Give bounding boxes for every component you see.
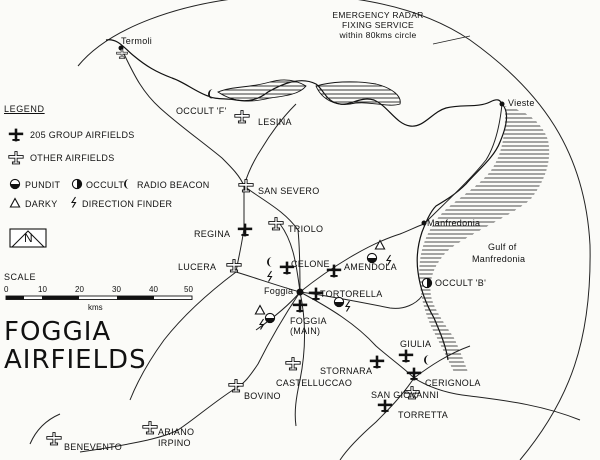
airfield-lucera: LUCERA [178,262,217,272]
road-network [29,49,581,460]
giulia-plane-icon [398,349,414,363]
legend-darky: DARKY [25,199,58,209]
occult-f-label: OCCULT 'F' [176,106,227,116]
radar-note: EMERGENCY RADAR FIXING SERVICE within 80… [318,10,438,40]
scale-unit: kms [88,303,103,312]
celone-direction-finder-icon [267,270,273,282]
lesina-lagoon [217,79,307,102]
legend-radio-beacon-icon [124,179,129,189]
legend-pundit-icon [9,178,21,190]
lucera-plane-icon [226,259,242,273]
triolo-plane-icon [268,217,284,231]
scale-tick-30: 30 [112,285,121,294]
north-arrow-box [9,228,47,248]
ariano-irpino-plane-icon [142,421,158,435]
airfield-foggia-main-line-2: (MAIN) [290,326,321,336]
castelluccao-plane-icon [285,357,301,371]
scale-tick-40: 40 [149,285,158,294]
radar-circle [77,0,591,460]
scale-label: SCALE [4,272,37,282]
airfield-san-giovanni: SAN GIOVANNI [371,390,439,400]
amendola-darky-icon [374,239,386,250]
airfield-celone: CELONE [291,259,330,269]
san-severo-plane-icon [238,179,254,193]
place-manfredonia: Manfredonia [427,218,481,228]
place-gulf-line-2: Manfredonia [472,254,526,264]
airfield-bovino: BOVINO [244,391,281,401]
airfield-foggia-main-line-1: FOGGIA [290,316,327,326]
airfield-tortorella: TORTORELLA [320,289,383,299]
place-termoli: Termoli [121,36,153,46]
north-letter: N [24,231,33,245]
airfield-cerignola: CERIGNOLA [425,378,481,388]
varano-lagoon [315,81,401,106]
scale-bar [5,295,193,300]
airfield-giulia: GIULIA [400,339,432,349]
airfield-triolo: TRIOLO [288,224,324,234]
airfield-ariano-irpino-line-2: IRPINO [158,438,191,448]
celone-radio-beacon-icon [267,257,272,267]
place-vieste: Vieste [508,98,535,108]
legend-direction-finder-icon [71,196,77,208]
vieste-dot [499,101,505,107]
foggia-darky-icon [254,304,266,315]
airfield-castelluccao: CASTELLUCCAO [276,378,353,388]
tortorella-direction-finder-icon [345,300,351,312]
place-foggia: Foggia [264,286,294,296]
map-title-line-1: FOGGIA [4,317,112,347]
legend-darky-icon [9,197,21,208]
legend-occult: OCCULT [86,180,125,190]
legend-direction-finder: DIRECTION FINDER [82,199,173,209]
giulia-radio-beacon-icon [424,355,429,365]
airfield-ariano-irpino-line-1: ARIANO [158,427,195,437]
scale-tick-10: 10 [38,285,47,294]
foggia-pundit-icon [264,312,276,324]
manfredonia-dot [421,220,427,226]
occult-b-occult-icon [421,277,433,289]
airfield-lesina: LESINA [258,117,292,127]
bovino-plane-icon [228,379,244,393]
legend-other-airfield-plane-icon [8,151,24,165]
legend-radio-beacon: RADIO BEACON [137,180,210,190]
airfield-stornara: STORNARA [320,366,373,376]
airfield-torretta: TORRETTA [398,410,449,420]
benevento-plane-icon [46,432,62,446]
foggia-dot [296,288,304,296]
scale-tick-20: 20 [75,285,84,294]
foggia-main-plane-icon [292,299,308,313]
legend-205-group: 205 GROUP AIRFIELDS [30,130,135,140]
lesina-plane-icon [234,110,250,124]
legend-205-group-plane-icon [8,128,24,142]
legend-occult-icon [71,178,83,190]
map-title-line-2: AIRFIELDS [4,345,147,375]
gargano-sea-hatch [419,106,550,372]
airfield-amendola: AMENDOLA [344,262,397,272]
occult-b-label: OCCULT 'B' [435,278,487,288]
radar-note-line-3: within 80kms circle [339,30,417,40]
radar-note-pointer [432,35,471,45]
cerignola-plane-icon [406,367,422,381]
legend-other-airfields: OTHER AIRFIELDS [30,153,115,163]
regina-plane-icon [237,223,253,237]
foggia-direction-finder-icon [259,318,265,330]
airfield-benevento: BENEVENTO [64,442,123,452]
airfield-regina: REGINA [194,229,231,239]
radar-note-line-1: EMERGENCY RADAR [332,10,424,20]
scale-tick-50: 50 [184,285,193,294]
legend-pundit: PUNDIT [25,180,61,190]
radar-note-line-2: FIXING SERVICE [341,20,415,30]
place-gulf-line-1: Gulf of [488,242,517,252]
scale-tick-0: 0 [4,285,9,294]
torretta-plane-icon [377,399,393,413]
legend-title: LEGEND [4,104,45,114]
airfield-san-severo: SAN SEVERO [258,186,320,196]
